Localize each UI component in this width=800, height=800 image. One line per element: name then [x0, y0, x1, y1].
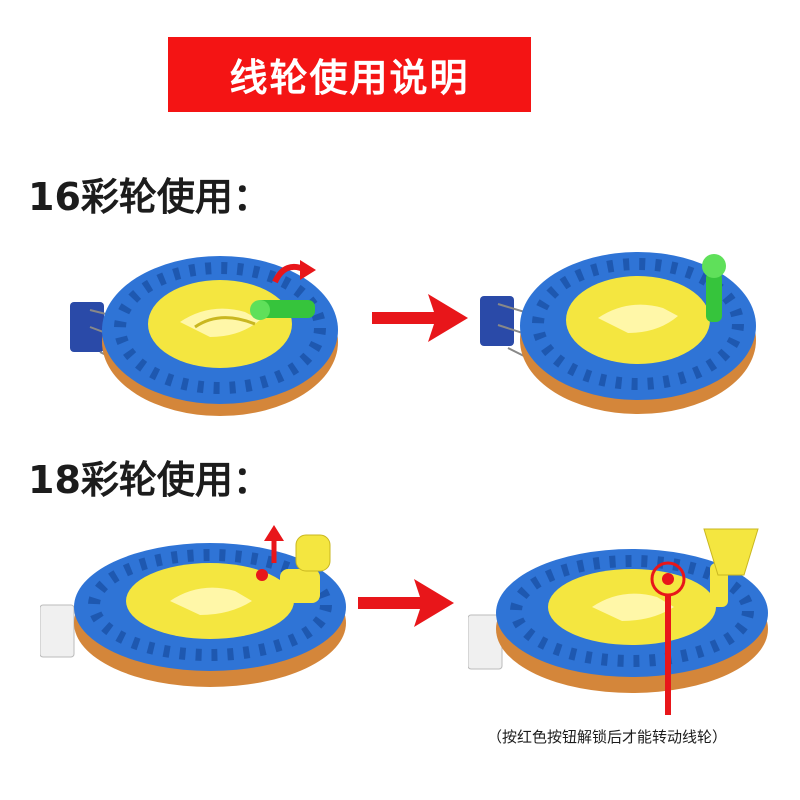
section-label-16: 16彩轮使用：	[28, 175, 271, 219]
reel-16-folded-image	[70, 256, 338, 416]
reel-18-folded-image	[40, 525, 346, 687]
right-arrow-icon	[372, 294, 468, 342]
title-banner: 线轮使用说明	[168, 37, 531, 112]
reel-16-unfolded-image	[480, 252, 756, 414]
right-arrow-icon	[358, 579, 454, 627]
page-title: 线轮使用说明	[229, 56, 470, 100]
unlock-note: （按红色按钮解锁后才能转动线轮）	[487, 728, 728, 746]
section-label-18: 18彩轮使用：	[28, 458, 271, 502]
reel-18-unfolded-image	[468, 528, 768, 715]
